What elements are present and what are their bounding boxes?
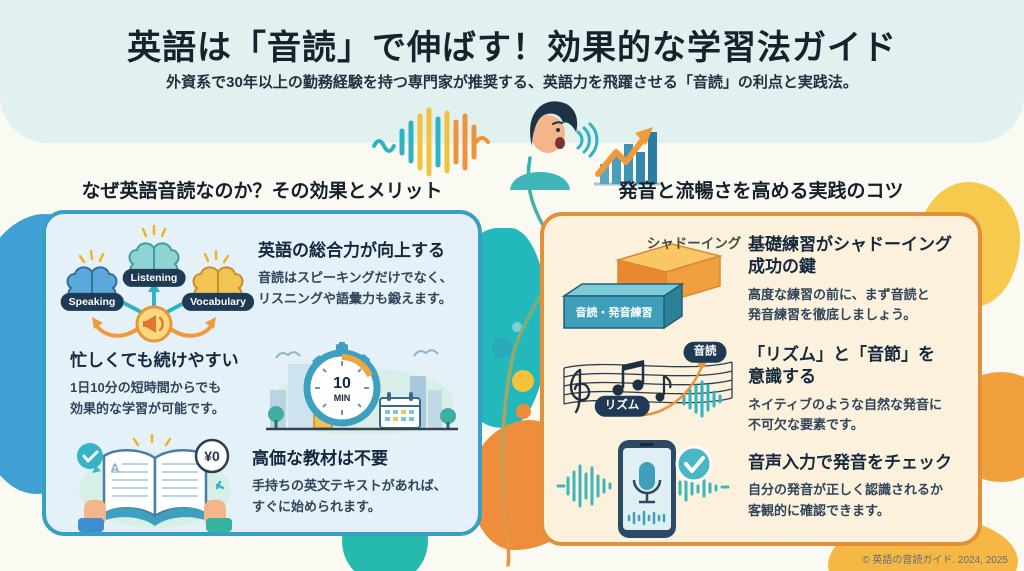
header-band [0,0,1024,143]
speaking-person-illustration [372,101,662,190]
right-panel [540,212,982,546]
open-book-illustration [77,434,232,532]
right-item-2-body: ネイティブのような自然な発音に 不可欠な要素です。 [748,396,942,433]
stopwatch-value: 10 [333,375,351,392]
blue-dot [6,378,28,400]
right-item-3-title: 音声入力で発音をチェック [748,453,952,472]
footer-credit: © 英語の音読ガイド. 2024, 2025 [862,555,1008,566]
left-item-2-title: 忙しくても続けやすい [70,351,239,370]
stopwatch-unit: MIN [333,393,351,403]
ondoku-badge: 音読 [683,341,727,363]
teal-dot [492,338,512,358]
left-item-3-title: 高価な教材は不要 [252,449,388,468]
voice-check-phone-illustration [556,440,730,538]
page-title: 英語は「音読」で伸ばす！効果的な学習法ガイド [127,29,897,67]
left-item-2-body: 1日10分の短時間からでも 効果的な学習が可能です。 [70,380,225,416]
block-label: 音読・発音練習 [575,307,653,319]
left-item-3: 高価な教材は不要 手持ちの英文テキストがあれば、 すぐに始められます。 [252,448,470,517]
stopwatch-city-illustration [266,342,458,434]
shadowing-label: シャドーイング [646,236,742,251]
teal-dot-small [512,322,522,332]
orange-dot [516,404,531,419]
left-section-heading: なぜ英語音読なのか？その効果とメリット [81,181,443,202]
left-item-1: 英語の総合力が向上する 音読はスピーキングだけでなく、 リスニングや語彙力も鍛え… [258,240,474,309]
right-item-3: 音声入力で発音をチェック 自分の発音が正しく認識されるか 客観的に確認できます。 [748,452,974,521]
zero-yen-badge: ¥0 [204,448,220,464]
brain-label-speaking: Speaking [60,292,124,312]
shadowing-steps-illustration [561,243,723,330]
book-letter: A [110,460,120,476]
right-item-1-body: 高度な練習の前に、まず音読と 発音練習を徹底しましょう。 [748,286,930,323]
brain-label-vocabulary: Vocabulary [182,292,254,312]
right-section-heading: 発音と流暢さを高める実践のコツ [618,181,904,202]
left-item-3-body: 手持ちの英文テキストがあれば、 すぐに始められます。 [252,478,447,514]
right-item-1-title: 基礎練習がシャドーイング 成功の鍵 [748,235,952,277]
left-item-1-title: 英語の総合力が向上する [258,241,445,260]
right-item-2: 「リズム」と「音節」を 意識する ネイティブのような自然な発音に 不可欠な要素で… [748,344,974,435]
left-item-2: 忙しくても続けやすい 1日10分の短時間からでも 効果的な学習が可能です。 [70,350,260,419]
rhythm-badge: リズム [594,395,650,417]
brain-label-listening: Listening [122,268,186,288]
yellow-dot [512,370,534,392]
left-item-1-body: 音読はスピーキングだけでなく、 リスニングや語彙力も鍛えます。 [258,270,453,306]
right-item-2-title: 「リズム」と「音節」を 意識する [748,345,935,387]
rhythm-music-illustration [563,360,733,418]
right-item-3-body: 自分の発音が正しく認識されるか 客観的に確認できます。 [748,482,944,518]
right-item-1: 基礎練習がシャドーイング 成功の鍵 高度な練習の前に、まず音読と 発音練習を徹底… [748,234,974,325]
page-subtitle: 外資系で30年以上の勤務経験を持つ専門家が推奨する、英語力を飛躍させる「音読」の… [166,74,858,91]
